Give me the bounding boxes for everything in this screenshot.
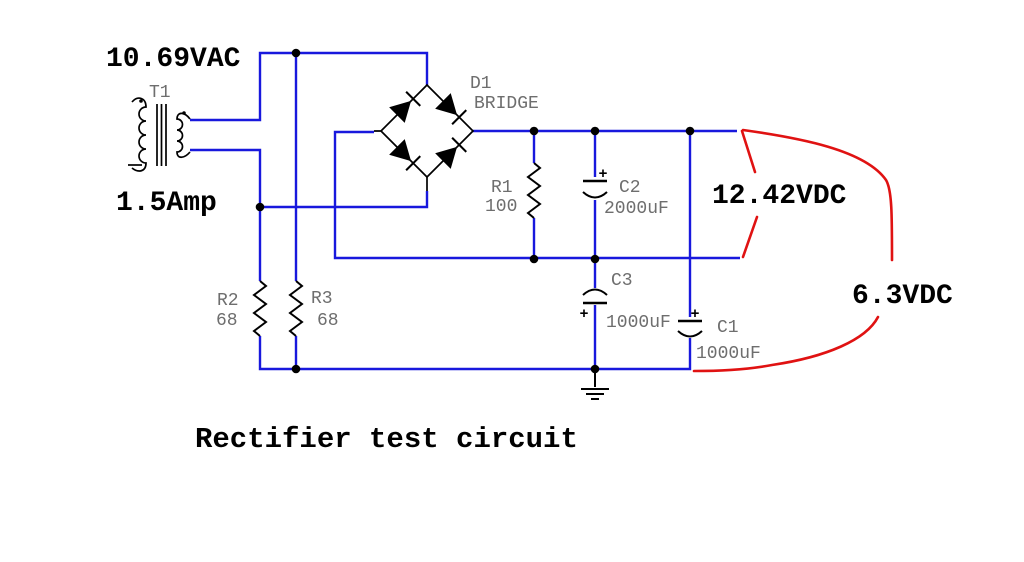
r1-value-label: 100 [485, 197, 517, 217]
bracket-12v-bottom-arm [741, 215, 759, 259]
resistor-r1-symbol [526, 162, 542, 219]
junction-dot [255, 202, 265, 212]
input-voltage-label: 10.69VAC [106, 44, 241, 75]
capacitor-c1-symbol [677, 319, 703, 338]
transformer-core [156, 104, 167, 166]
capacitor-c3-symbol [582, 288, 608, 305]
brace-6v-lower [692, 315, 880, 373]
r3-ref-label: R3 [311, 289, 333, 309]
c2-value-label: 2000uF [604, 199, 669, 219]
wire-ac-top [190, 51, 429, 122]
capacitor-c2-symbol [582, 179, 608, 199]
resistor-r2-symbol [252, 280, 268, 337]
schematic-title: Rectifier test circuit [195, 423, 578, 456]
junction-dot [590, 126, 600, 136]
output-full-voltage-label: 12.42VDC [712, 181, 847, 212]
junction-dot [291, 48, 301, 58]
c1-value-label: 1000uF [696, 344, 761, 364]
c1-ref-label: C1 [717, 318, 739, 338]
wires [190, 51, 740, 371]
brace-6v-upper [741, 128, 894, 262]
bridge-stubs [374, 130, 428, 191]
bracket-12v-top-arm [740, 129, 757, 174]
resistor-r3-symbol [288, 280, 304, 337]
diode-icon [435, 93, 467, 125]
junction-dot [529, 126, 539, 136]
junction-dot [529, 254, 539, 264]
c3-polarity-mark: + [579, 306, 588, 323]
transformer-secondary-winding [176, 112, 191, 159]
winding-phase-dot [139, 99, 143, 103]
c3-ref-label: C3 [611, 271, 633, 291]
c2-polarity-mark: + [598, 166, 607, 183]
r1-ref-label: R1 [491, 178, 513, 198]
ground-symbol [581, 369, 609, 400]
diode-icon [435, 137, 467, 169]
junction-dot [685, 126, 695, 136]
junction-dot [590, 254, 600, 264]
r2-value-label: 68 [216, 311, 238, 331]
transformer-primary-winding [131, 97, 147, 172]
c1-polarity-mark: + [690, 306, 699, 323]
diode-icon [389, 91, 421, 123]
c2-ref-label: C2 [619, 178, 641, 198]
output-half-voltage-label: 6.3VDC [852, 281, 953, 312]
voltage-annotations [692, 128, 894, 373]
c3-value-label: 1000uF [606, 313, 671, 333]
junction-dot [291, 364, 301, 374]
r2-ref-label: R2 [217, 291, 239, 311]
bridge-type-label: BRIDGE [474, 94, 539, 114]
wire-ac-bottom [190, 148, 429, 209]
winding-phase-dot [182, 111, 186, 115]
wire-ground-rail [258, 336, 692, 371]
transformer-ref-label: T1 [149, 83, 171, 103]
input-current-label: 1.5Amp [116, 188, 217, 219]
bridge-diamond [379, 83, 475, 179]
bridge-ref-label: D1 [470, 74, 492, 94]
diode-icon [389, 139, 421, 171]
transformer-symbol [128, 97, 191, 172]
r3-value-label: 68 [317, 311, 339, 331]
bridge-rectifier-symbol [374, 83, 475, 191]
junction-dots [255, 48, 695, 374]
